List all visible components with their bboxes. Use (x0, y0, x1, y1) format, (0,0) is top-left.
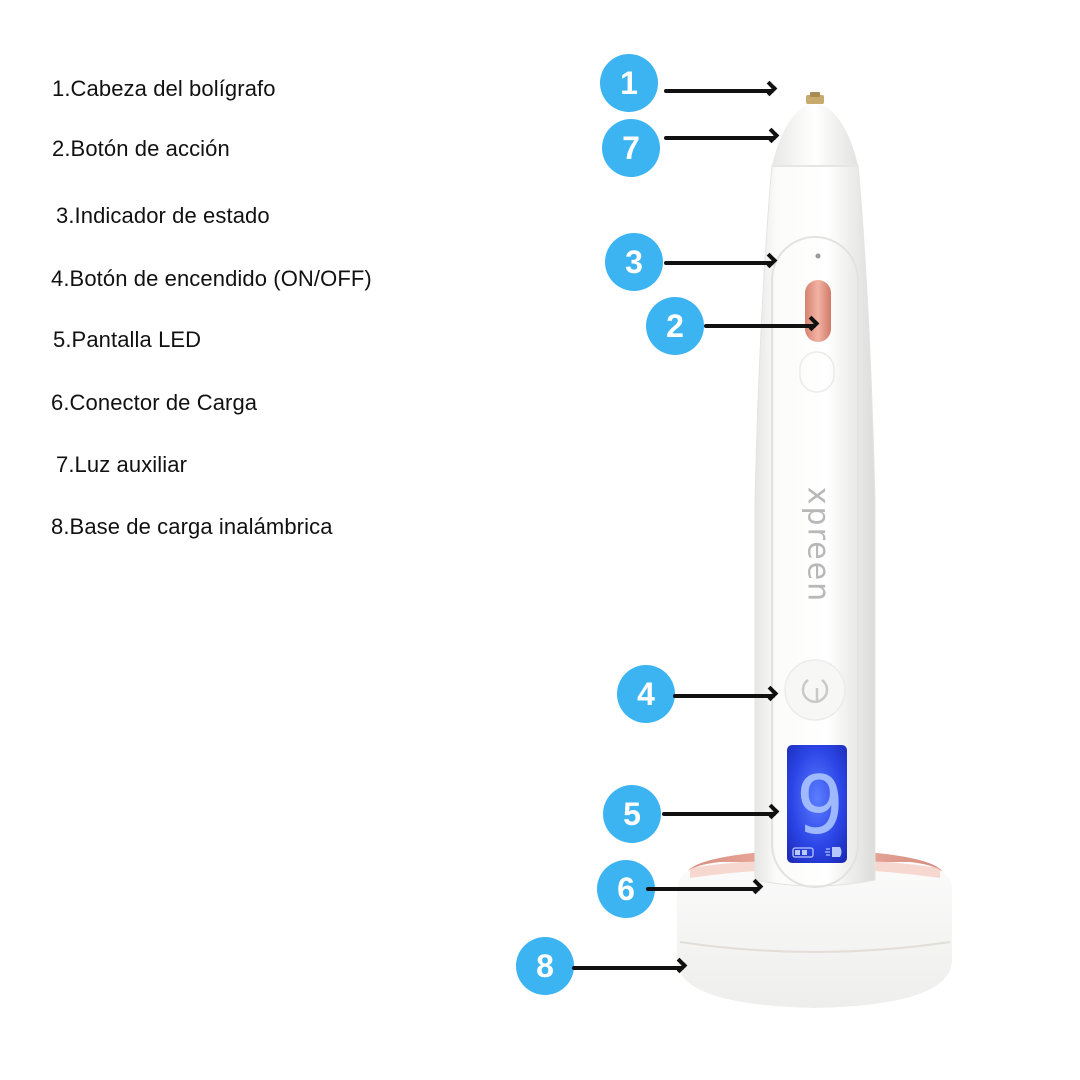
legend-item-8: 8.Base de carga inalámbrica (51, 514, 333, 539)
arrow-2 (704, 324, 816, 328)
arrow-6 (646, 887, 760, 891)
callout-3: 3 (605, 233, 663, 291)
legend-item-2: 2.Botón de acción (52, 136, 230, 161)
lcd-value: 9 (795, 759, 845, 852)
legend-item-4: 4.Botón de encendido (ON/OFF) (51, 266, 372, 291)
callout-2: 2 (646, 297, 704, 355)
legend-item-7: 7.Luz auxiliar (56, 452, 188, 477)
arrow-8 (572, 966, 684, 970)
pen-body (754, 92, 876, 888)
arrow-1 (664, 89, 774, 93)
legend-item-6: 6.Conector de Carga (51, 390, 258, 415)
arrow-5 (662, 812, 776, 816)
callout-4: 4 (617, 665, 675, 723)
legend-item-3: 3.Indicador de estado (56, 203, 270, 228)
callout-7: 7 (602, 119, 660, 177)
legend-item-1: 1.Cabeza del bolígrafo (52, 76, 276, 101)
arrow-3 (664, 261, 774, 265)
legend-item-5: 5.Pantalla LED (53, 327, 202, 352)
brand-logo: xpreen (800, 486, 836, 604)
callout-1: 1 (600, 54, 658, 112)
arrow-4 (673, 694, 775, 698)
callout-5: 5 (603, 785, 661, 843)
arrow-7 (664, 136, 776, 140)
callout-8: 8 (516, 937, 574, 995)
